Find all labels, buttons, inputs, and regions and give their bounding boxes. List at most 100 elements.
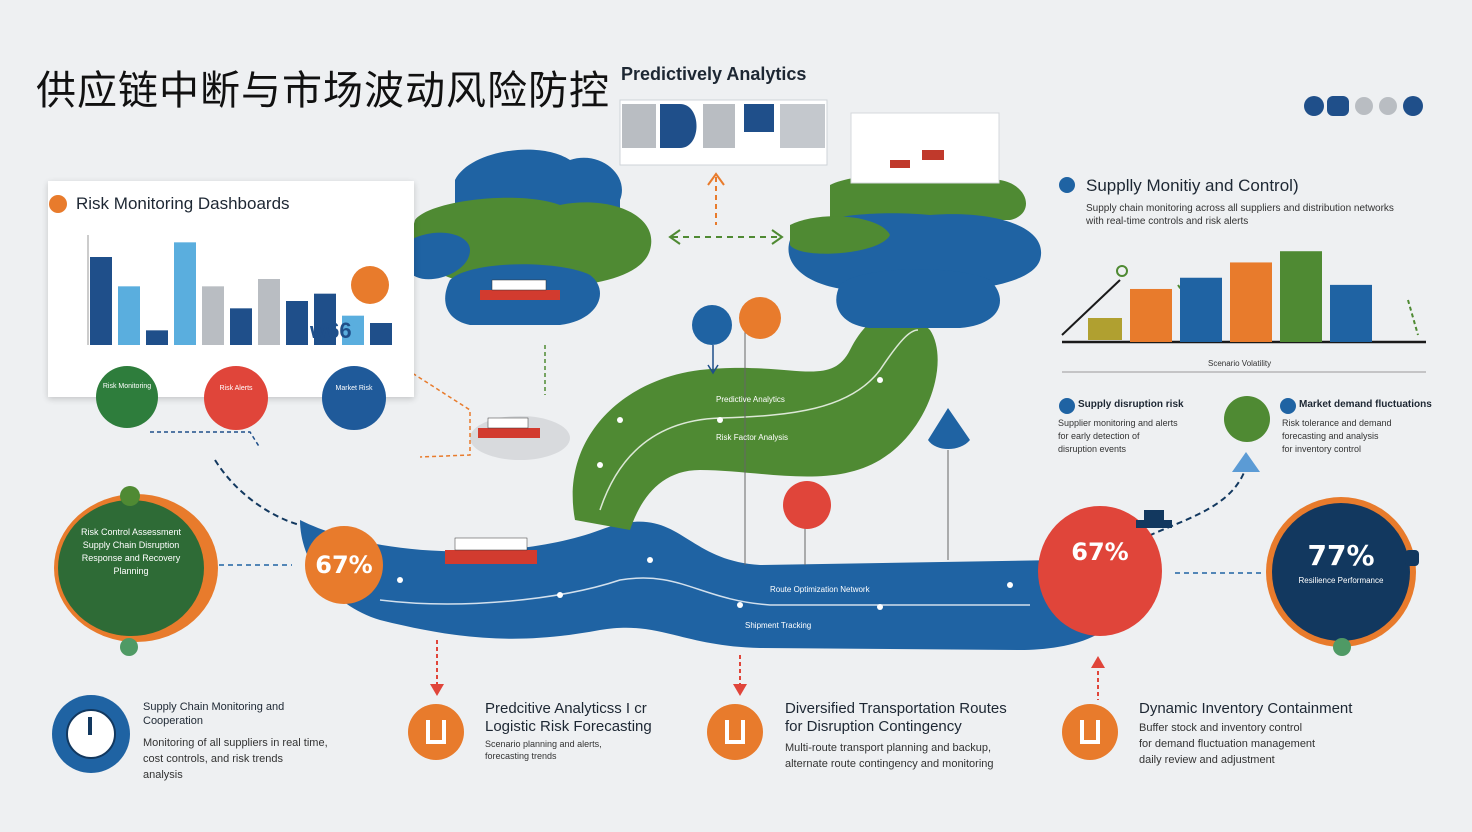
- dashboard-badge: [351, 266, 389, 304]
- clock-icon: [52, 695, 130, 773]
- bottom-item-4-body: Buffer stock and inventory control for d…: [1139, 720, 1315, 768]
- body-line: forecasting and analysis: [1282, 431, 1379, 441]
- body-line: Monitoring of all suppliers in real time…: [143, 737, 328, 749]
- chart-bar: [118, 286, 140, 345]
- supply-bullet-body: Supplier monitoring and alerts for early…: [1058, 417, 1178, 456]
- top-right-cloud: [830, 173, 1027, 220]
- body-line: disruption events: [1058, 444, 1127, 454]
- head-line: Supply Chain Monitoring and: [143, 701, 285, 713]
- chart-bar: [342, 315, 364, 345]
- risk-control-text: Risk Control Assessment Supply Chain Dis…: [80, 527, 182, 576]
- info-circle-red: [783, 481, 831, 529]
- info-circle-blue: [692, 305, 732, 345]
- ship-icon: [478, 417, 540, 438]
- chart-bar: [1130, 288, 1172, 342]
- chart-bar: [314, 293, 336, 345]
- blue-flow-band: [300, 520, 1120, 650]
- chart-bar: [230, 308, 252, 345]
- body-line: Risk tolerance and demand: [1282, 418, 1392, 428]
- warehouse-icon: [707, 704, 763, 760]
- supply-bullet-head: Supply disruption risk: [1078, 399, 1184, 410]
- green-band-label: Predictive Analytics: [716, 395, 785, 404]
- ring-node: [1405, 550, 1419, 566]
- bottom-item-1-head: Supply Chain Monitoring and Cooperation: [143, 700, 284, 728]
- bullet-icon: [1059, 398, 1075, 414]
- green-band-lower-label: Risk Factor Analysis: [716, 433, 789, 442]
- body-line: forecasting trends: [485, 751, 557, 761]
- bottom-item-3-head: Diversified Transportation Routes for Di…: [785, 700, 1007, 736]
- chart-bar: [258, 279, 280, 345]
- risk-alerts-circle: Risk Alerts: [204, 366, 268, 430]
- chart-bar: [1330, 284, 1372, 342]
- percent-left-value: 67%: [315, 551, 373, 579]
- info-circle-green: [1224, 396, 1270, 442]
- supply-bar-chart: [1130, 251, 1372, 342]
- dashboard-badge-value: ᴡ66: [310, 318, 352, 343]
- market-risk-circle: Market Risk: [322, 366, 386, 430]
- chart-bar: [90, 257, 112, 345]
- subtitle-line: with real-time controls and risk alerts: [1086, 216, 1249, 227]
- supply-monitoring-subtitle: Supply chain monitoring across all suppl…: [1086, 202, 1426, 228]
- head-line: Logistic Risk Forecasting: [485, 718, 652, 735]
- body-line: for inventory control: [1282, 444, 1362, 454]
- body-line: Supplier monitoring and alerts: [1058, 418, 1178, 428]
- head-line: for Disruption Contingency: [785, 718, 962, 735]
- percent-circle-right: 77% Resilience Performance: [1272, 503, 1410, 641]
- info-circle-orange: [739, 297, 781, 339]
- blue-band-lower-label: Shipment Tracking: [745, 621, 812, 630]
- bottom-item-2-body: Scenario planning and alerts, forecastin…: [485, 738, 602, 762]
- circle-label: Risk Monitoring: [102, 383, 152, 390]
- ring-node: [1333, 638, 1351, 656]
- supply-chart-caption: Scenario Volatility: [1208, 359, 1272, 368]
- page-title: 供应链中断与市场波动风险防控: [36, 68, 610, 114]
- circle-label: Risk Alerts: [219, 385, 253, 392]
- green-flow-band: [572, 312, 938, 530]
- risk-monitoring-circle: Risk Monitoring: [96, 366, 158, 428]
- supply-bullet-icon: [1059, 177, 1075, 193]
- ring-node: [120, 486, 140, 506]
- bullet-icon: [1280, 398, 1296, 414]
- predictive-analytics-title: Predictively Analytics: [621, 64, 807, 84]
- percent-center-value: 67%: [1071, 538, 1129, 566]
- body-line: for demand fluctuation management: [1139, 738, 1316, 750]
- bottom-item-3-body: Multi-route transport planning and backu…: [785, 740, 994, 772]
- bottom-item-1-body: Monitoring of all suppliers in real time…: [143, 735, 373, 783]
- chart-bar: [286, 301, 308, 345]
- body-line: analysis: [143, 769, 183, 781]
- body-line: Multi-route transport planning and backu…: [785, 742, 992, 754]
- market-bullet-head: Market demand fluctuations: [1299, 399, 1432, 410]
- chart-bar: [370, 323, 392, 345]
- body-line: for early detection of: [1058, 431, 1140, 441]
- ship-icon: [480, 279, 560, 300]
- market-bullet-body: Risk tolerance and demand forecasting an…: [1282, 417, 1392, 456]
- body-line: Scenario planning and alerts,: [485, 739, 602, 749]
- chart-bar: [202, 286, 224, 345]
- body-line: Buffer stock and inventory control: [1139, 722, 1303, 734]
- ship-icon: [445, 537, 537, 564]
- supply-monitoring-title: Supplly Monitiy and Control): [1086, 176, 1299, 195]
- bottom-item-2-head: Predcitive Analyticss I cr Logistic Risk…: [485, 700, 652, 736]
- body-line: cost controls, and risk trends: [143, 753, 284, 765]
- decor-dot: [1304, 96, 1324, 116]
- body-line: alternate route contingency and monitori…: [785, 758, 994, 770]
- warehouse-icon: [1062, 704, 1118, 760]
- dashboard-title: Risk Monitoring Dashboards: [76, 194, 290, 213]
- dashboard-bar-chart: [87, 235, 392, 345]
- chart-bar: [1230, 262, 1272, 342]
- body-line: daily review and adjustment: [1139, 754, 1275, 766]
- ship-icon: [1136, 510, 1172, 528]
- head-line: Predcitive Analyticss I cr: [485, 700, 647, 717]
- dashboard-bullet-icon: [49, 195, 67, 213]
- ring-node: [120, 638, 138, 656]
- subtitle-line: Supply chain monitoring across all suppl…: [1086, 203, 1394, 214]
- head-line: Diversified Transportation Routes: [785, 700, 1007, 717]
- circle-label: Market Risk: [335, 385, 373, 392]
- chart-bar: [1180, 277, 1222, 342]
- chart-bar: [146, 330, 168, 345]
- percent-circle-left: 67%: [305, 526, 383, 604]
- warehouse-icon: [408, 704, 464, 760]
- chart-bar: [174, 242, 196, 345]
- blue-band-label: Route Optimization Network: [770, 585, 870, 594]
- percent-right-caption: Resilience Performance: [1298, 576, 1384, 585]
